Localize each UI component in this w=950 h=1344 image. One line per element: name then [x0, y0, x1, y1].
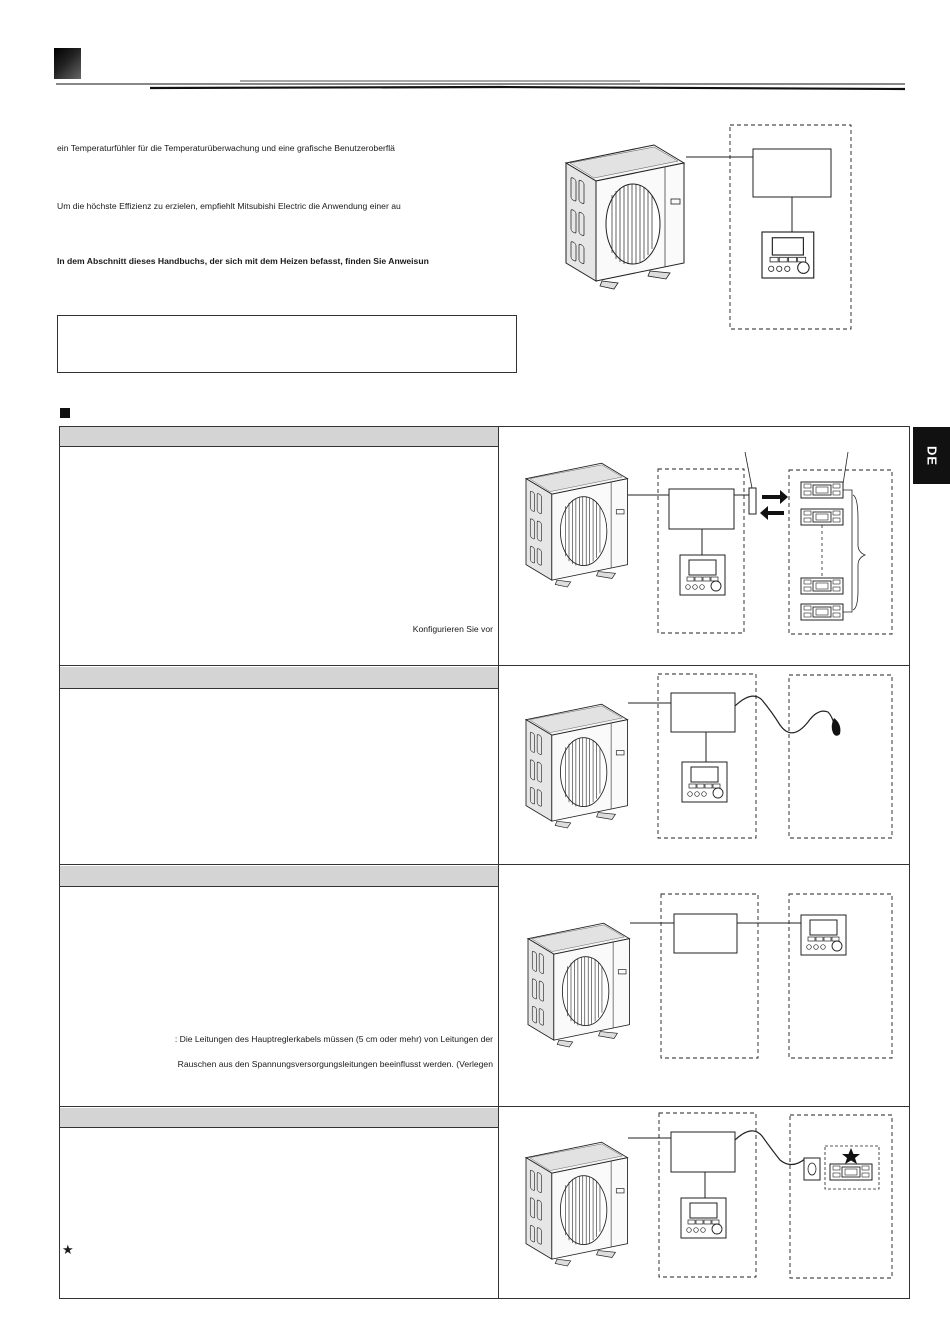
intro-line-1: ein Temperaturfühler für die Temperaturü… [57, 143, 395, 153]
wireless-receiver-icon [748, 487, 757, 515]
main-controller-icon [680, 1197, 727, 1239]
main-controller-icon [681, 761, 728, 803]
indoor-unit-icon [673, 913, 738, 954]
outdoor-unit-icon [525, 462, 628, 588]
section1-footnote: Konfigurieren Sie vor [412, 624, 493, 634]
table-divider [498, 426, 499, 1299]
section-heading [60, 667, 498, 689]
section3-note-1: : Die Leitungen des Hauptreglerkabels mü… [174, 1034, 493, 1044]
indoor-unit-icon [670, 1131, 736, 1173]
room-controller-icon [800, 577, 844, 595]
outdoor-unit-icon [525, 703, 628, 829]
indoor-unit-icon [668, 488, 735, 530]
main-controller-icon [679, 554, 726, 596]
temperature-sensor-icon [831, 718, 841, 736]
section-heading [60, 427, 498, 447]
intro-line-3: In dem Abschnitt dieses Handbuchs, der s… [57, 256, 429, 266]
section-heading [60, 1108, 498, 1128]
main-controller-icon [800, 914, 847, 956]
header-rule [56, 80, 906, 91]
row-separator [59, 864, 910, 865]
indoor-area [729, 124, 852, 330]
outdoor-unit-icon [525, 1141, 628, 1267]
section-heading [60, 866, 498, 887]
outdoor-unit-icon [527, 922, 630, 1048]
row-separator [59, 1106, 910, 1107]
section3-note-2: Rauschen aus den Spannungsversorgungslei… [177, 1059, 493, 1069]
star-icon [842, 1148, 860, 1164]
system-table [59, 426, 910, 1299]
indoor-unit-icon [670, 692, 736, 733]
room-controller-icon [829, 1163, 873, 1181]
section-bullet [60, 408, 70, 418]
room-controller-icon [800, 603, 844, 621]
room-controller-icon [800, 508, 844, 526]
main-controller-icon [761, 231, 815, 279]
language-tab[interactable]: DE [913, 427, 950, 484]
outdoor-unit-icon [565, 144, 685, 290]
intro-line-2: Um die höchste Effizienz zu erzielen, em… [57, 201, 401, 211]
star-icon: ★ [62, 1242, 74, 1257]
header-marker [54, 48, 81, 79]
row-separator [59, 665, 910, 666]
note-box [57, 315, 517, 373]
indoor-unit-icon [752, 148, 832, 198]
room-controller-icon [800, 481, 844, 499]
